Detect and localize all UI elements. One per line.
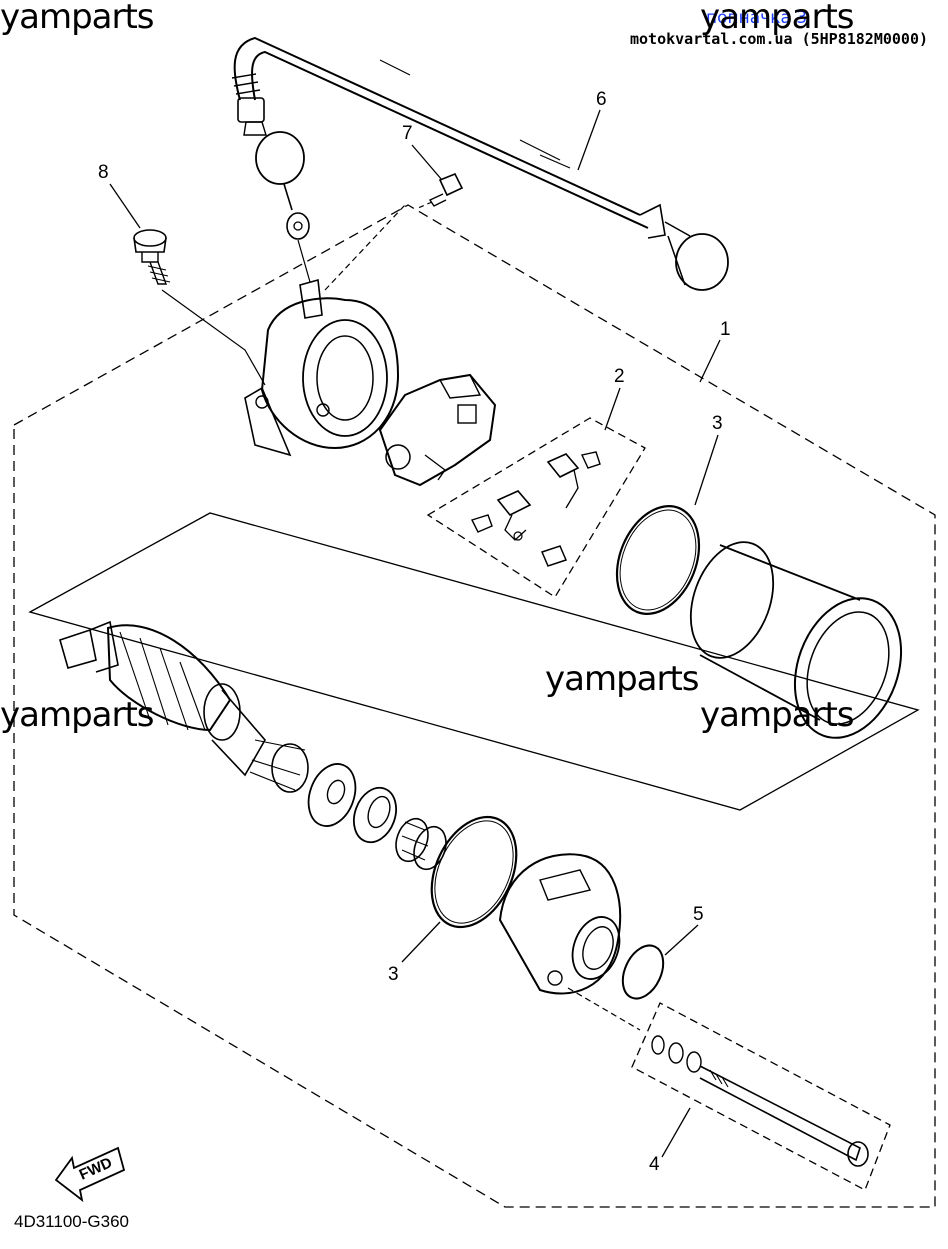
assembly-boundary-dashed — [13, 204, 936, 1208]
callout-3-lower: 3 — [388, 964, 399, 985]
brush-kit-group-outline — [426, 417, 646, 598]
yoke — [689, 541, 903, 739]
screw-7 — [417, 172, 464, 209]
watermark: yamparts — [700, 695, 855, 735]
watermark: yamparts — [0, 695, 155, 735]
watermark: yamparts — [545, 659, 700, 699]
diagram-code: 4D31100-G360 — [14, 1212, 129, 1231]
rear-cover — [244, 278, 400, 457]
header-site-text: motokvartal.com.ua (5HP8182M0000) — [630, 30, 929, 48]
fwd-label-text: FWD — [77, 1154, 115, 1183]
callout-leaders — [109, 109, 721, 1158]
header-link[interactable]: попначка 3 — [706, 8, 808, 28]
callout-6: 6 — [596, 89, 607, 110]
brush-holder — [378, 373, 497, 487]
o-ring-5 — [621, 944, 665, 1000]
bolt-kit-group-outline — [631, 1002, 891, 1191]
front-cover — [498, 853, 622, 995]
callout-1: 1 — [720, 319, 731, 340]
callout-2: 2 — [614, 366, 625, 387]
o-ring-upper — [615, 505, 701, 615]
watermark: yamparts — [700, 0, 855, 37]
through-bolt-kit — [567, 987, 869, 1167]
armature-group-outline — [28, 512, 920, 811]
callout-8: 8 — [98, 162, 109, 183]
callout-3-upper: 3 — [712, 413, 723, 434]
callout-4: 4 — [649, 1154, 660, 1175]
bolt-8 — [133, 229, 266, 386]
watermark: yamparts — [0, 0, 155, 37]
lead-wire — [231, 36, 729, 291]
callout-5: 5 — [693, 904, 704, 925]
armature — [59, 620, 309, 793]
brush-set — [471, 451, 601, 567]
fwd-arrow-icon — [54, 1146, 126, 1203]
callout-7: 7 — [402, 123, 413, 144]
washer — [307, 763, 357, 827]
oil-seal — [353, 786, 397, 844]
